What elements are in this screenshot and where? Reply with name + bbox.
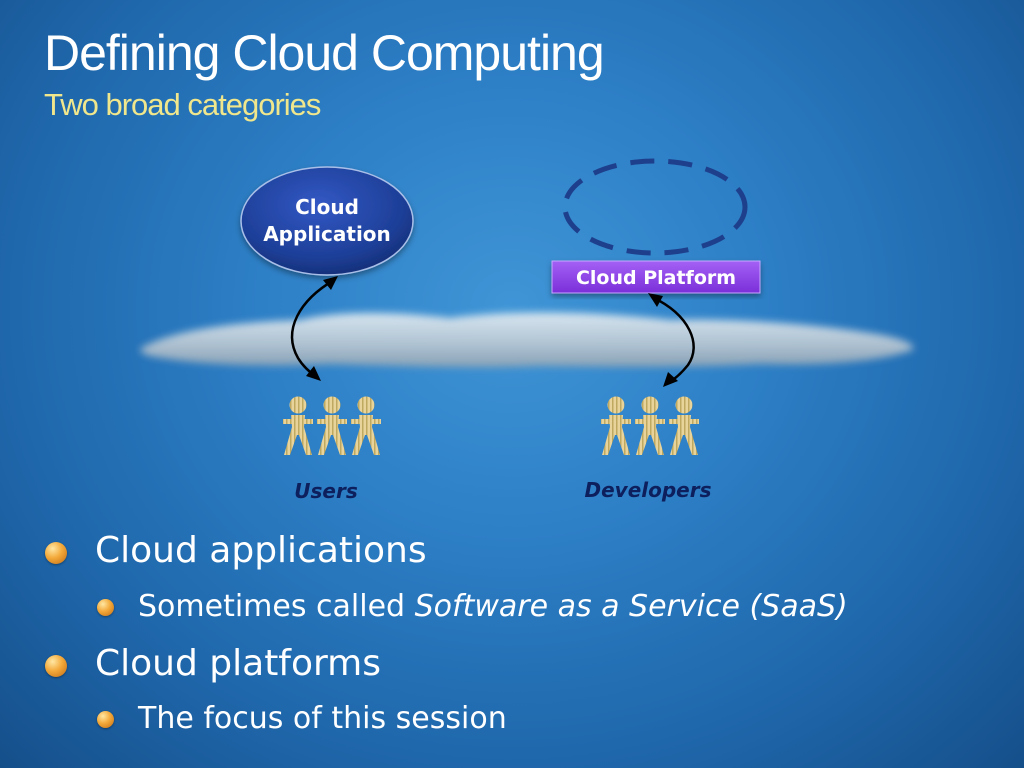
bullet-cloud-platforms: Cloud platforms bbox=[95, 643, 381, 684]
bullet-focus-session: The focus of this session bbox=[138, 701, 507, 736]
cloud-application-label-line2: Application bbox=[263, 222, 391, 246]
bullet-icon bbox=[45, 655, 67, 677]
cloud-platform-label: Cloud Platform bbox=[576, 267, 736, 289]
slide-title: Defining Cloud Computing bbox=[44, 25, 605, 81]
bullet-saas-emphasis: Software as a Service (SaaS) bbox=[414, 589, 848, 624]
bullet-saas: Sometimes called Software as a Service (… bbox=[138, 589, 848, 624]
bullet-cloud-applications: Cloud applications bbox=[95, 530, 427, 571]
cloud-application-node bbox=[240, 166, 414, 276]
bullet-icon bbox=[97, 599, 114, 616]
arrowhead-up-right bbox=[648, 293, 663, 307]
arrowhead-down-right bbox=[663, 372, 678, 387]
cloud-application-label-line1: Cloud bbox=[295, 195, 359, 219]
bullet-saas-text: Sometimes called bbox=[138, 589, 415, 624]
arrowhead-up-left bbox=[323, 276, 338, 290]
bullet-icon bbox=[97, 711, 114, 728]
arrowhead-down-left bbox=[306, 366, 321, 381]
slide-subtitle: Two broad categories bbox=[44, 87, 321, 122]
dashed-ellipse bbox=[562, 158, 748, 256]
cloud-platform-node bbox=[551, 260, 761, 294]
cloud-shape bbox=[140, 312, 914, 368]
bullet-icon bbox=[45, 542, 67, 564]
users-label: Users bbox=[294, 479, 358, 503]
developers-label: Developers bbox=[584, 478, 711, 502]
